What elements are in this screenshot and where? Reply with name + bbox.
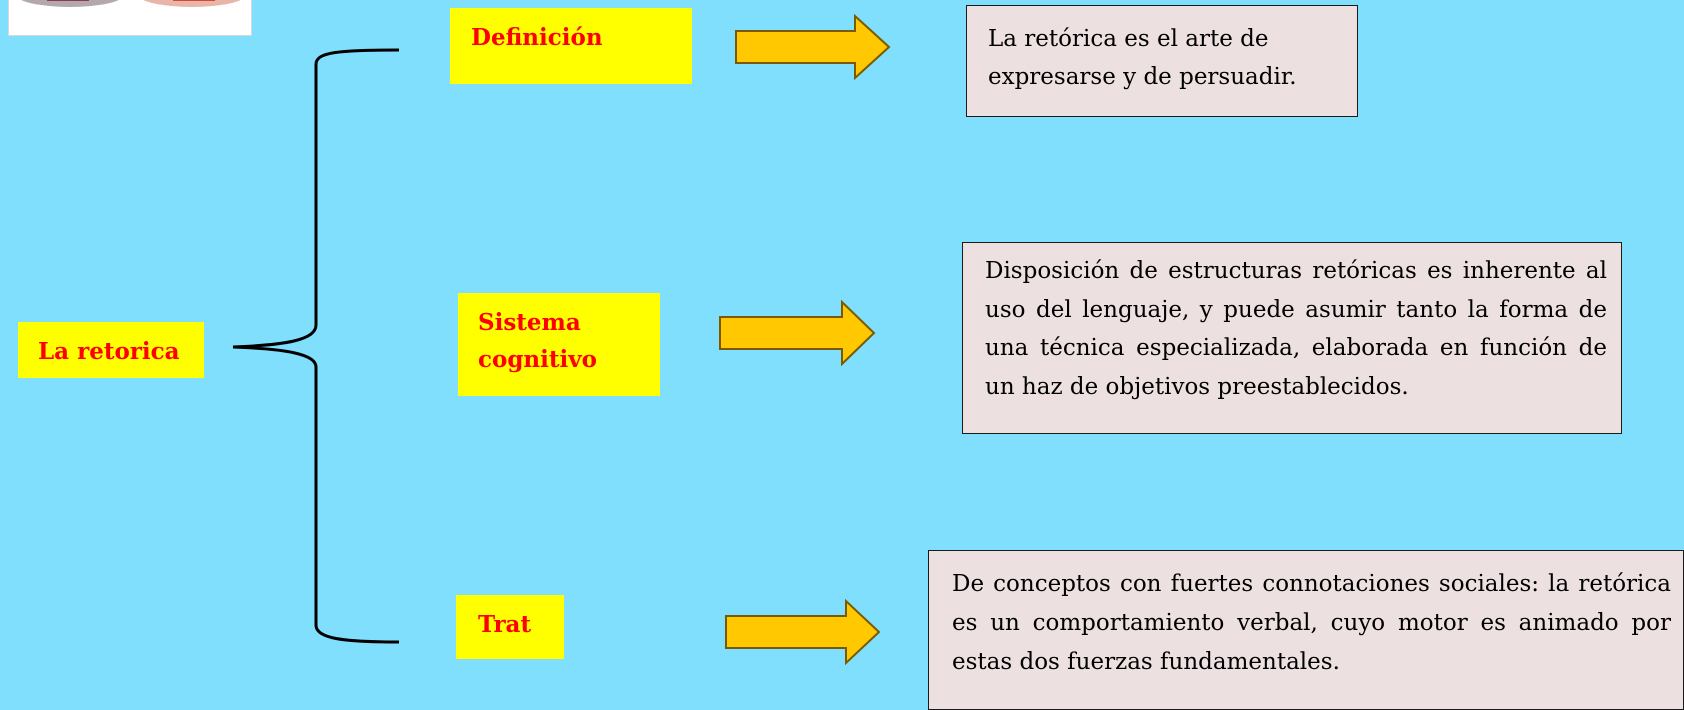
arrow-sistema <box>719 299 876 367</box>
curly-brace-connector <box>232 48 400 644</box>
thumbnail-shape-left <box>15 0 125 7</box>
description-box-sistema-cognitivo: Disposición de estructuras retóricas es … <box>962 242 1622 434</box>
root-node-label: La retorica <box>18 322 204 378</box>
arrow-definicion <box>735 13 891 81</box>
branch-label-definicion: Definición <box>450 8 692 84</box>
arrow-trat <box>725 598 881 666</box>
thumbnail-inner-right <box>173 0 215 1</box>
thumbnail-image <box>8 0 252 36</box>
thumbnail-shape-right <box>137 0 247 7</box>
description-box-definicion: La retórica es el arte de expresarse y d… <box>966 5 1358 117</box>
description-box-trat: De conceptos con fuertes connotaciones s… <box>928 550 1684 710</box>
branch-label-trat: Trat <box>456 595 564 659</box>
branch-label-sistema-cognitivo: Sistema cognitivo <box>458 293 660 396</box>
thumbnail-inner-left <box>47 0 89 1</box>
